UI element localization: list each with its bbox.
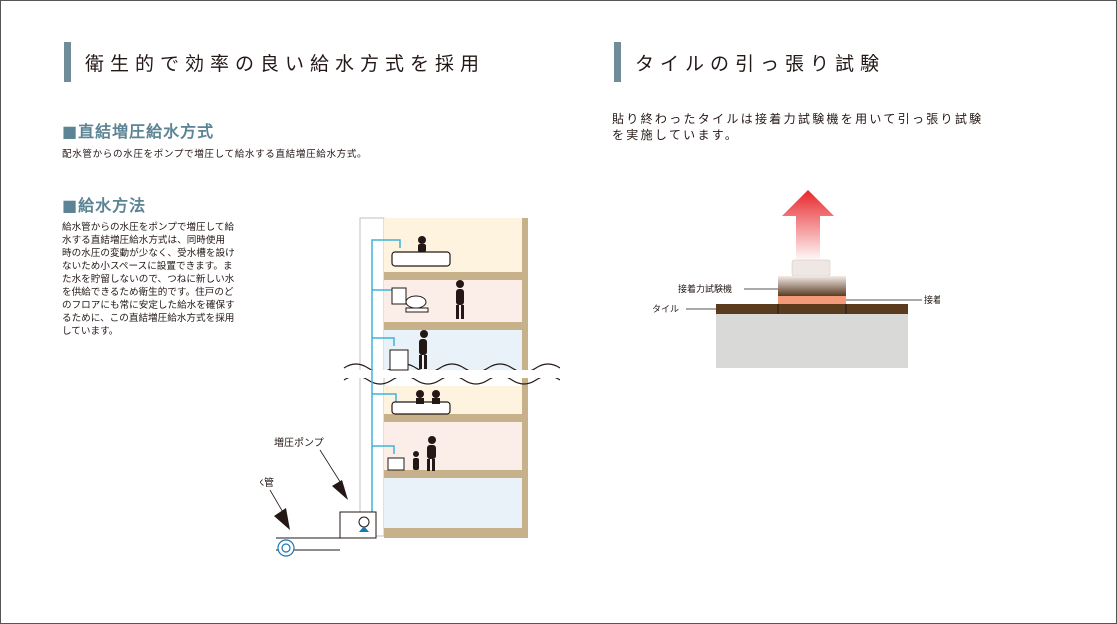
person-icon	[428, 436, 436, 444]
paragraph-line: ないため小スペースに設置できます。ま	[62, 261, 233, 272]
person-icon	[416, 390, 424, 398]
person-icon	[419, 355, 422, 369]
label-tile: タイル	[652, 304, 679, 315]
paragraph-line: 水する直結増圧給水方式は、同時使用	[62, 235, 226, 246]
branch-pipe	[372, 445, 395, 454]
child-icon	[413, 451, 419, 457]
booster-pump-icon	[359, 526, 369, 532]
booster-pump-icon	[358, 516, 370, 528]
paragraph-line: のフロアにも常に安定した給水を確保す	[62, 300, 235, 311]
toilet-icon	[391, 287, 407, 305]
toilet-icon	[405, 295, 427, 309]
label-test-machine: 接着力試験機	[678, 283, 732, 295]
supply-method-paragraph: 給水管からの水圧をポンプで増圧して給 水する直結増圧給水方式は、同時使用 時の水…	[62, 221, 312, 338]
floor-slab	[384, 272, 522, 280]
person-icon	[432, 398, 440, 404]
test-machine-body	[778, 276, 846, 296]
paragraph-line: を実施しています。	[612, 128, 740, 142]
title-accent-bar	[614, 42, 621, 82]
label-adhesive: 接着剤	[924, 294, 940, 306]
left-section-title: 衛生的で効率の良い給水方式を採用	[64, 42, 485, 82]
person-icon	[427, 459, 430, 471]
person-icon	[419, 339, 427, 355]
tile-row	[716, 304, 908, 314]
floor-room	[384, 478, 522, 528]
right-title-text: タイルの引っ張り試験	[635, 52, 886, 75]
title-accent-bar	[64, 42, 71, 82]
pointer-arrow-icon	[274, 508, 290, 530]
water-supply-diagram: 増圧ポンプ 給水管	[260, 217, 560, 557]
paragraph-line: 時の水圧の変動が少なく、受水槽を設け	[62, 248, 235, 259]
direct-boost-description: 配水管からの水圧をポンプで増圧して給水する直結増圧給水方式。	[62, 149, 368, 160]
person-icon	[461, 305, 464, 319]
person-icon	[456, 280, 464, 288]
tile-test-paragraph: 貼り終わったタイルは接着力試験機を用いて引っ張り試験 を実施しています。	[612, 111, 1092, 143]
person-icon	[456, 305, 459, 319]
floor-slab	[384, 322, 522, 330]
floor-slab	[384, 528, 522, 538]
tile-pull-test-diagram: 接着力試験機 タイル 接着剤	[652, 190, 940, 368]
pointer-arrow-icon	[332, 480, 348, 500]
bathtub-icon	[391, 251, 451, 267]
heading-direct-boost: ■直結増圧給水方式	[62, 122, 215, 141]
paragraph-line: た水を貯留しないので、つねに新しい水	[62, 274, 235, 285]
person-icon	[418, 244, 426, 252]
washbasin-icon	[389, 349, 409, 371]
booster-pump-icon	[339, 511, 377, 539]
person-icon	[416, 398, 424, 404]
child-icon	[413, 458, 419, 470]
right-section-title: タイルの引っ張り試験	[614, 42, 885, 82]
break-gap	[344, 370, 560, 378]
leader-line	[269, 489, 285, 515]
branch-pipe	[372, 337, 395, 346]
person-icon	[427, 445, 436, 459]
paragraph-line: しています。	[62, 326, 119, 337]
adhesive-layer	[778, 296, 846, 304]
label-supply-pipe: 給水管	[260, 476, 274, 489]
riser-pipe	[371, 239, 401, 530]
supply-pipe-end-icon	[281, 543, 291, 553]
paragraph-line: 給水管からの水圧をポンプで増圧して給	[62, 222, 235, 233]
floor-slab	[384, 414, 522, 422]
person-icon	[420, 330, 428, 338]
pull-arrow-icon	[782, 190, 834, 262]
paragraph-line: を供給できるため衛生的です。住戸のど	[62, 287, 234, 298]
toilet-icon	[405, 307, 429, 313]
concrete-base	[716, 314, 908, 368]
person-icon	[424, 355, 427, 369]
floor-slab	[384, 470, 522, 478]
left-title-text: 衛生的で効率の良い給水方式を採用	[85, 52, 486, 75]
branch-pipe	[372, 393, 397, 402]
person-icon	[456, 289, 464, 305]
paragraph-line: 貼り終わったタイルは接着力試験機を用いて引っ張り試験	[612, 112, 984, 126]
floor-room	[384, 422, 522, 470]
person-icon	[432, 390, 440, 398]
heading-supply-method: ■給水方法	[62, 196, 147, 215]
toilet-icon	[387, 457, 405, 471]
paragraph-line: るために、この直結増圧給水方式を採用	[62, 313, 235, 324]
person-icon	[432, 459, 435, 471]
label-booster-pump: 増圧ポンプ	[274, 436, 324, 449]
test-machine-head	[791, 259, 831, 277]
person-icon	[418, 236, 426, 244]
